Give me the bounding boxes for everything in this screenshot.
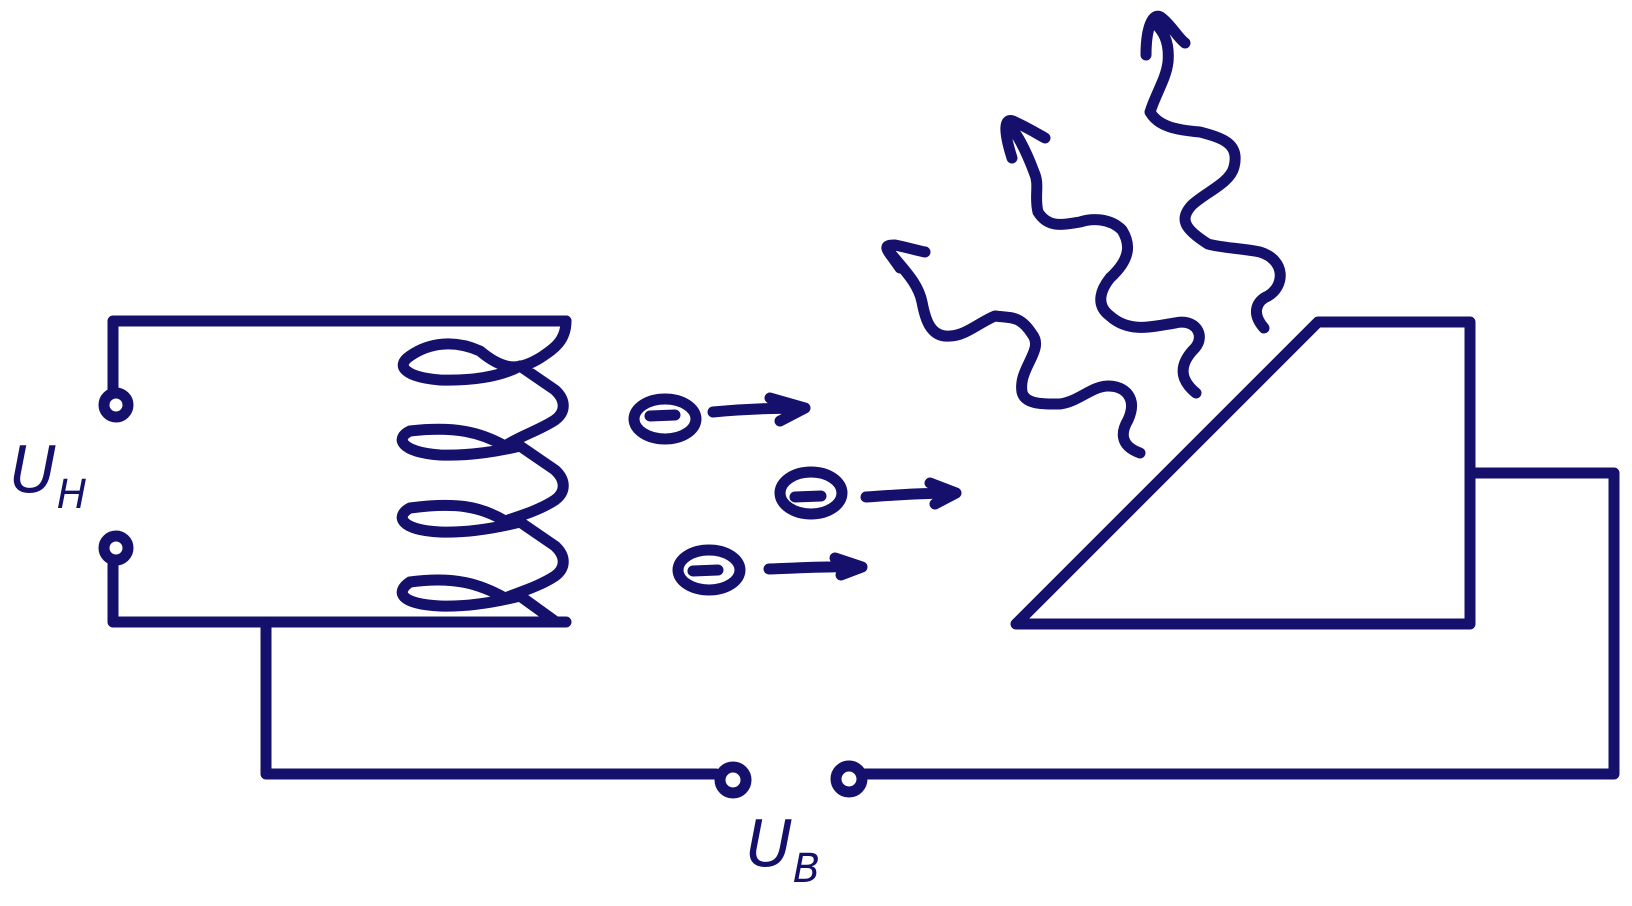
accelerating-terminal-right xyxy=(830,760,868,798)
x-ray-emission xyxy=(881,10,1286,459)
heater-bottom-wire xyxy=(107,554,572,628)
electron-arrow xyxy=(860,477,962,510)
x-ray-wave-2 xyxy=(1000,115,1205,399)
heater-circuit: UH xyxy=(10,315,572,628)
accelerating-voltage-label: UB xyxy=(746,808,820,892)
filament-helix xyxy=(396,315,572,628)
accelerating-circuit: UB xyxy=(260,467,1620,892)
heater-top-wire xyxy=(107,315,572,397)
heater-voltage-label: UH xyxy=(10,434,87,518)
x-ray-wave-1 xyxy=(881,239,1146,459)
electron-beam xyxy=(628,392,962,596)
heater-filament-coil xyxy=(396,315,572,628)
x-ray-wave-3 xyxy=(1140,10,1286,334)
accelerating-wire-left xyxy=(260,616,722,780)
heater-terminal-bottom xyxy=(98,530,134,566)
accelerating-wire-right xyxy=(856,467,1620,780)
anode-outline xyxy=(1010,316,1476,630)
heater-terminal-top xyxy=(98,387,134,423)
electron xyxy=(672,544,868,596)
electron xyxy=(628,392,811,445)
anode-target xyxy=(1010,316,1476,630)
electron xyxy=(774,466,962,520)
accelerating-terminal-left xyxy=(714,761,752,799)
electron-arrow xyxy=(707,392,811,427)
electron-arrow xyxy=(763,552,868,581)
